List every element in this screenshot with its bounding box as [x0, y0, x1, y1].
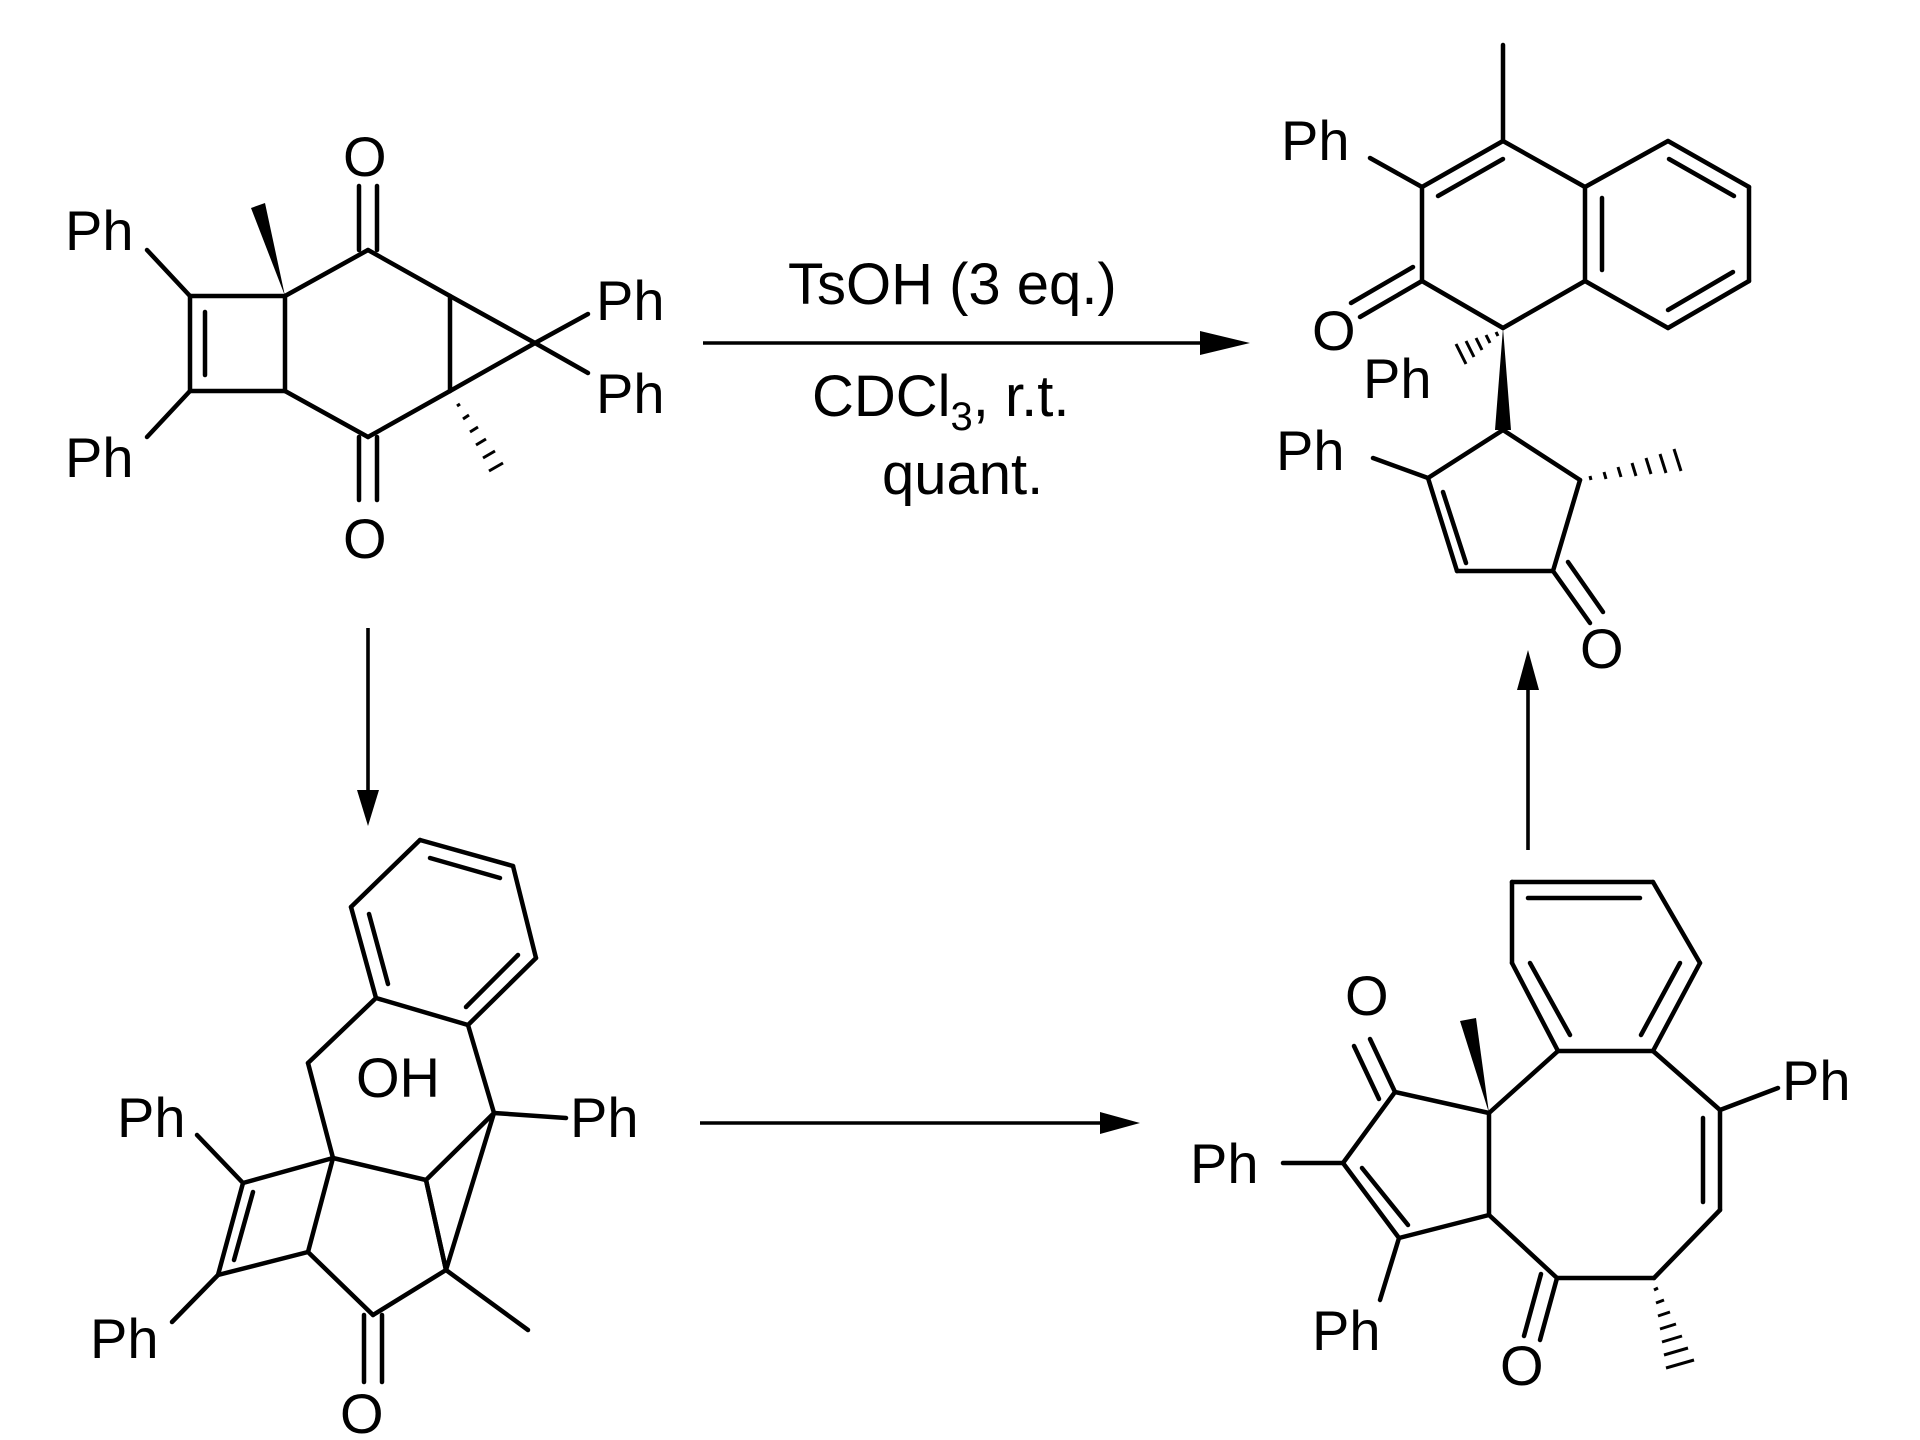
- atom-label-ph: Ph: [1190, 1132, 1259, 1195]
- atom-label-o: O: [1312, 299, 1356, 362]
- intermediate-2: O Ph Ph O Ph: [1190, 879, 1851, 1397]
- atom-label-o: O: [343, 507, 387, 570]
- atom-label-ph: Ph: [117, 1086, 186, 1149]
- atom-label-ph: Ph: [1276, 419, 1345, 482]
- atom-label-o: O: [1345, 964, 1389, 1027]
- methyl-wedge-bond: [1460, 1018, 1489, 1113]
- atom-label-ph: Ph: [596, 269, 665, 332]
- methyl-hash-bond: [1588, 448, 1683, 481]
- atom-label-ph: Ph: [90, 1307, 159, 1370]
- reagent-label: TsOH (3 eq.): [788, 252, 1117, 317]
- phenyl-hash-bond: [1454, 331, 1500, 365]
- methyl-hash-bond: [1653, 1286, 1695, 1370]
- temperature-label: , r.t.: [973, 364, 1070, 429]
- atom-label-o: O: [1500, 1334, 1544, 1397]
- intermediate-1: OH Ph Ph Ph O: [90, 837, 639, 1440]
- starting-material: Ph Ph O O Ph Ph: [65, 125, 665, 570]
- atom-label-ph: Ph: [570, 1086, 639, 1149]
- yield-label: quant.: [882, 442, 1043, 507]
- atom-label-o: O: [343, 125, 387, 188]
- atom-label-ph: Ph: [65, 426, 134, 489]
- atom-label-ph: Ph: [1363, 347, 1432, 410]
- solvent-label: CDCl3, r.t.: [812, 364, 1069, 439]
- atom-label-ph: Ph: [65, 199, 134, 262]
- reaction-arrow-down: [357, 628, 379, 826]
- product: Ph O Ph Ph O: [1276, 42, 1752, 680]
- atom-label-ph: Ph: [1281, 109, 1350, 172]
- reaction-arrow-up: [1517, 650, 1539, 850]
- reaction-arrow-main: [703, 331, 1250, 355]
- atom-label-oh: OH: [356, 1046, 440, 1109]
- atom-label-o: O: [340, 1382, 384, 1440]
- atom-label-o: O: [1580, 617, 1624, 680]
- ring-junction-wedge-bond: [1495, 328, 1511, 430]
- intermediate-2-bonds: [1280, 879, 1781, 1343]
- solvent-label-base: CDCl: [812, 364, 951, 429]
- starting-material-bonds: [144, 183, 591, 503]
- atom-label-ph: Ph: [1782, 1049, 1851, 1112]
- intermediate-1-bonds: [169, 837, 569, 1385]
- methyl-wedge-bond: [251, 203, 285, 296]
- atom-label-ph: Ph: [596, 362, 665, 425]
- solvent-label-subscript: 3: [951, 395, 973, 439]
- atom-label-ph: Ph: [1312, 1299, 1381, 1362]
- reaction-arrow-bottom: [700, 1112, 1140, 1134]
- methyl-hash-bond: [456, 402, 504, 473]
- product-bonds: [1348, 42, 1752, 626]
